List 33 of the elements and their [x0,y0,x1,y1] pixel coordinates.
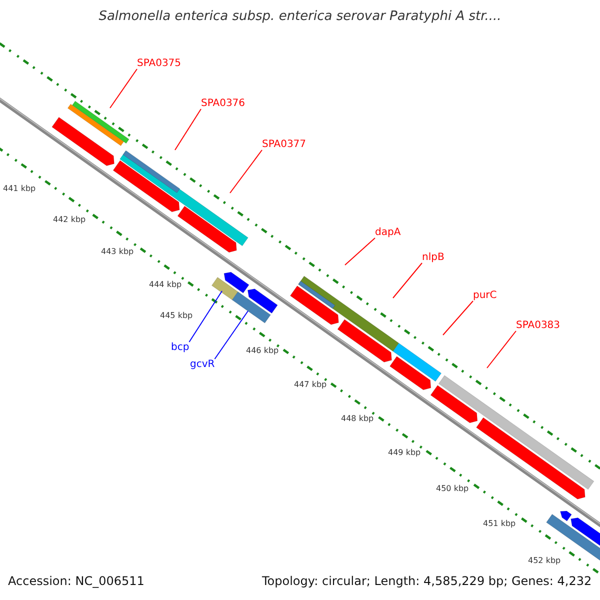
leader-line [442,300,474,336]
scale-label: 445 kbp [160,312,193,321]
scale-label: 443 kbp [101,248,134,257]
leader-line [110,68,138,108]
gene-label: nlpB [422,252,444,263]
gene-label: SPA0383 [516,320,560,331]
scale-label: 442 kbp [53,216,86,225]
scale-label: 449 kbp [388,449,421,458]
gene-label: bcp [171,342,190,353]
scale-label: 448 kbp [341,415,374,424]
leader-line [230,150,262,194]
leader-line [174,108,202,150]
leader-line [214,310,248,360]
gene-label: purC [473,290,497,301]
scale-label: 444 kbp [149,281,182,290]
scale-label: 447 kbp [294,381,327,390]
leader-line [188,290,222,342]
leader-line [344,238,376,266]
scale-label: 441 kbp [3,185,36,194]
gene-label: gcvR [190,359,215,370]
topology-text: Topology: circular; Length: 4,585,229 bp; Genes: 4,232 [262,575,592,588]
leader-line [486,330,516,368]
accession-text: Accession: NC_006511 [8,575,144,588]
scale-label: 451 kbp [483,520,516,529]
leader-line [392,262,422,298]
gene-label: SPA0376 [201,98,246,109]
gene-label: dapA [375,227,401,238]
gene-label: SPA0377 [262,139,306,150]
scale-label: 452 kbp [528,557,561,566]
scale-label: 450 kbp [436,485,469,494]
gene-label: SPA0375 [137,58,182,69]
scale-label: 446 kbp [246,347,279,356]
title: Salmonella enterica subsp. enterica serovar Paratyphi A str.... [98,10,502,24]
